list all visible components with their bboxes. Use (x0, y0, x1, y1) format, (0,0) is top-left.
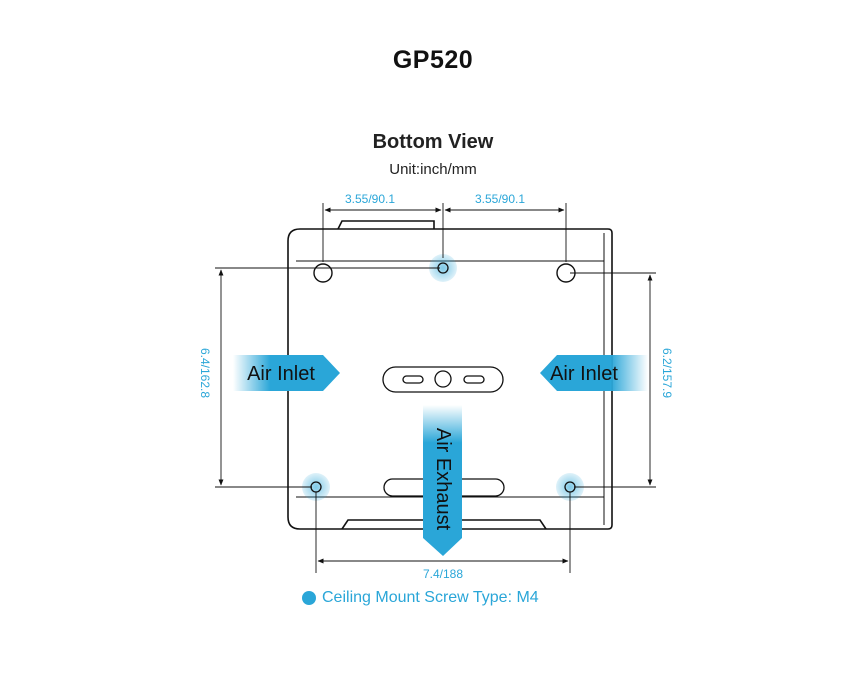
center-slot (382, 366, 504, 393)
view-title: Bottom View (372, 131, 494, 153)
foot-hole-top-left (313, 263, 333, 283)
mount-screw-glow-bottom-left (302, 473, 330, 501)
air-exhaust-arrow: Air Exhaust (423, 405, 462, 556)
dim-right-height: 6.2/157.9 (660, 348, 674, 398)
dim-top-right: 3.55/90.1 (475, 192, 525, 206)
mount-screw-glow-top (429, 254, 457, 282)
dim-top-left: 3.55/90.1 (345, 192, 395, 206)
ceiling-mount-screws (302, 254, 584, 501)
air-exhaust-label: Air Exhaust (432, 428, 454, 531)
legend: Ceiling Mount Screw Type: M4 (302, 589, 539, 607)
air-inlet-left-arrow: Air Inlet (233, 355, 340, 391)
air-inlet-right-arrow: Air Inlet (540, 355, 648, 391)
legend-dot-icon (302, 591, 316, 605)
dimension-lines (215, 203, 656, 573)
air-inlet-left-label: Air Inlet (247, 363, 315, 385)
dim-left-height: 6.4/162.8 (198, 348, 212, 398)
air-inlet-right-label: Air Inlet (550, 363, 618, 385)
unit-label: Unit:inch/mm (389, 161, 477, 178)
mount-screw-glow-bottom-right (556, 473, 584, 501)
dim-bottom-width: 7.4/188 (423, 567, 463, 581)
legend-text: Ceiling Mount Screw Type: M4 (322, 589, 539, 606)
page-title: GP520 (392, 46, 474, 74)
